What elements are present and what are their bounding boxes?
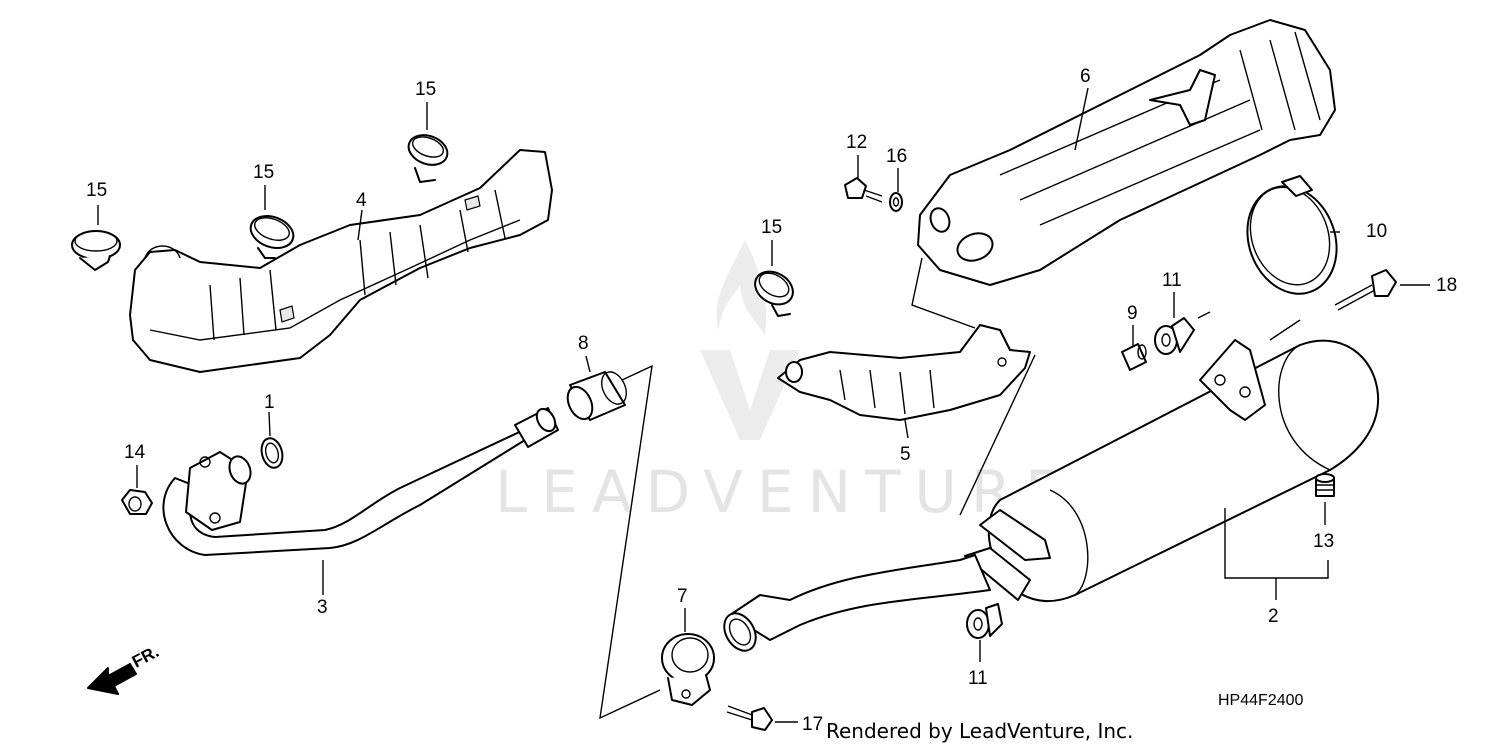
part-15-clamp-a[interactable]: [71, 230, 121, 271]
part-13-plug[interactable]: [1315, 473, 1335, 497]
callout-15: 15: [253, 162, 274, 183]
part-15-clamp-c[interactable]: [404, 130, 451, 183]
part-16-washer[interactable]: [889, 192, 903, 212]
callout-17: 17: [802, 714, 823, 735]
part-2-muffler[interactable]: [718, 339, 1380, 656]
watermark-logo: [700, 240, 800, 440]
part-11-grommet-upper[interactable]: [1154, 317, 1195, 355]
watermark-text: LEADVENTURE: [495, 458, 1076, 526]
callout-11: 11: [968, 668, 988, 689]
callout-4: 4: [356, 190, 367, 211]
callout-6: 6: [1080, 66, 1091, 87]
part-7-clamp[interactable]: [661, 633, 715, 706]
part-10-band[interactable]: [1233, 174, 1351, 307]
part-18-bolt[interactable]: [1334, 269, 1397, 311]
diagram-code: HP44F2400: [1218, 692, 1303, 709]
part-9-collar[interactable]: [1121, 343, 1147, 371]
callout-2: 2: [1268, 606, 1279, 627]
callout-labels: 15 15 15 15 4 1 14 3 8 6 12 16 10 18 11 …: [86, 66, 1457, 735]
callout-5: 5: [900, 444, 911, 465]
part-14-nut[interactable]: [121, 489, 153, 515]
callout-10: 10: [1366, 221, 1387, 242]
callout-8: 8: [578, 333, 589, 354]
part-4-heat-shield[interactable]: [129, 149, 553, 373]
part-17-bolt[interactable]: [726, 705, 773, 731]
part-8-collar[interactable]: [563, 368, 631, 423]
part-11-grommet-lower[interactable]: [966, 603, 1003, 639]
callout-16: 16: [886, 146, 907, 167]
callout-18: 18: [1436, 275, 1457, 296]
front-direction-label: FR.: [129, 642, 162, 672]
callout-14: 14: [124, 442, 146, 463]
callout-9: 9: [1127, 303, 1138, 324]
callout-11: 11: [1162, 270, 1182, 291]
leader-lines: [97, 87, 1430, 723]
callout-12: 12: [846, 132, 867, 153]
callout-7: 7: [677, 586, 688, 607]
part-12-bolt[interactable]: [844, 177, 883, 203]
callout-1: 1: [264, 392, 275, 413]
callout-15: 15: [415, 79, 436, 100]
part-1-gasket[interactable]: [258, 436, 285, 470]
front-direction-indicator: FR.: [87, 642, 162, 695]
callout-3: 3: [317, 597, 328, 618]
footer-credit: Rendered by LeadVenture, Inc.: [826, 719, 1133, 743]
callout-15: 15: [86, 180, 107, 201]
part-5-heat-protector[interactable]: [777, 324, 1031, 421]
front-arrow-icon: [87, 663, 137, 695]
part-3-exhaust-pipe[interactable]: [162, 406, 559, 556]
part-15-clamp-b[interactable]: [246, 210, 298, 259]
part-15-clamp-d[interactable]: [749, 265, 799, 317]
callout-13: 13: [1313, 531, 1334, 552]
part-6-muffler-protector[interactable]: [917, 19, 1336, 286]
watermark: LEADVENTURE: [495, 240, 1076, 526]
callout-15: 15: [761, 217, 782, 238]
